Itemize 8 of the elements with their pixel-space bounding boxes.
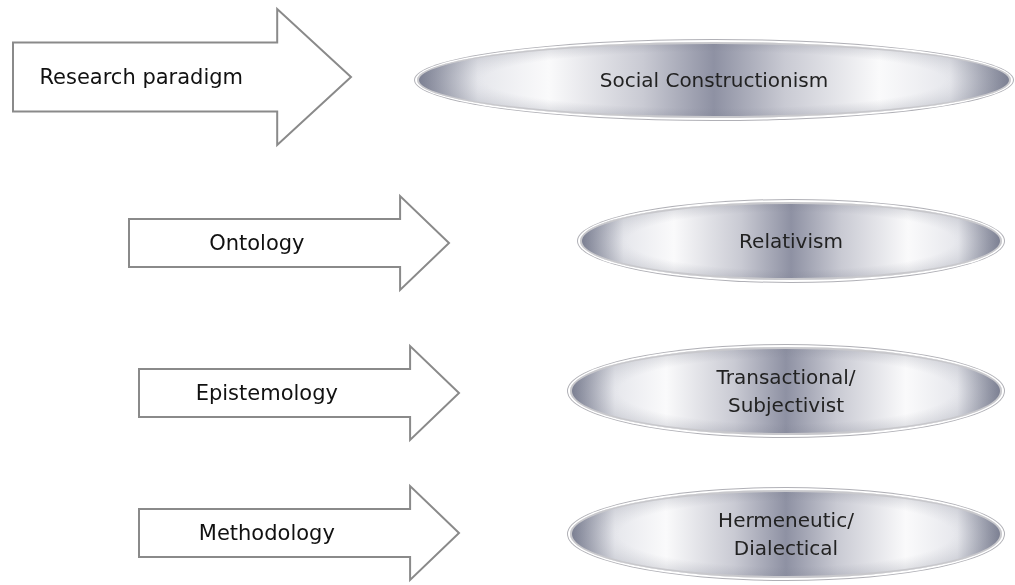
arrow-label: Methodology xyxy=(198,521,335,545)
arrow-label: Research paradigm xyxy=(39,65,244,89)
ellipse-label: Transactional/ Subjectivist xyxy=(715,364,857,419)
arrow-label: Ontology xyxy=(209,231,305,255)
ellipse-label: Social Constructionism xyxy=(599,67,829,94)
ellipse-label: Hermeneutic/ Dialectical xyxy=(717,507,855,562)
arrow-label: Epistemology xyxy=(195,381,338,405)
ellipse-label: Relativism xyxy=(739,228,843,255)
